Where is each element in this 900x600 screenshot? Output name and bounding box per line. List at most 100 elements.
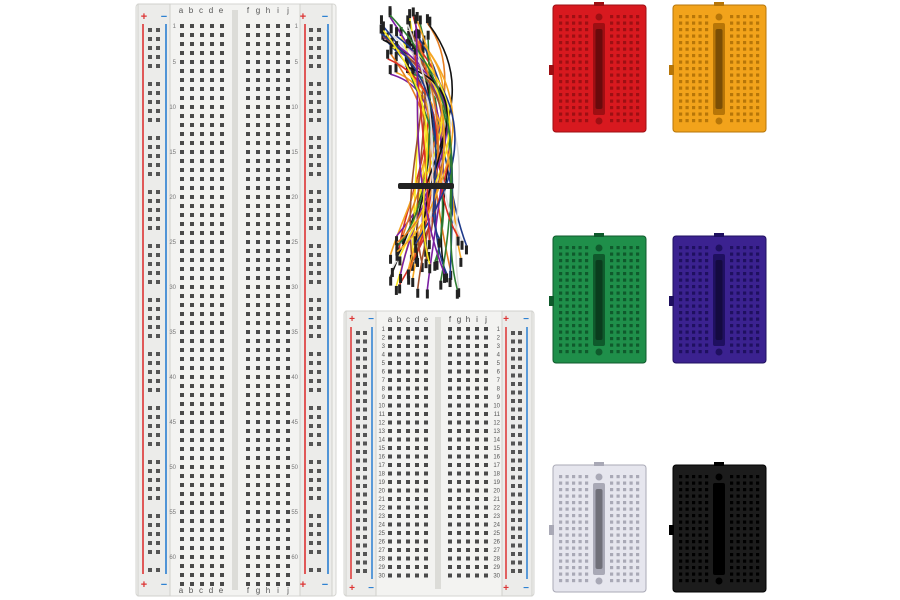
rail-minus-label: −: [368, 583, 374, 594]
wire-pin: [407, 30, 411, 40]
row-number: 13: [493, 429, 500, 435]
row-number: 50: [291, 465, 298, 471]
column-letter-left: b: [397, 315, 402, 324]
wire-pin: [394, 63, 398, 73]
wire-pin: [418, 15, 422, 25]
mini-breadboard-black: [669, 462, 767, 593]
wire-pin: [425, 14, 429, 24]
wire-pin: [407, 275, 411, 285]
row-number: 1: [497, 327, 501, 333]
wire-pin: [394, 51, 398, 61]
column-letter-left: c: [199, 586, 203, 595]
row-number: 20: [493, 489, 500, 495]
wire-pin: [399, 273, 403, 283]
column-letter-right: j: [286, 6, 289, 15]
rail-plus-label: +: [300, 579, 306, 591]
rail-minus-label: −: [322, 579, 328, 591]
row-number: 11: [379, 412, 386, 418]
wire-pin: [413, 45, 417, 55]
row-number: 20: [169, 195, 176, 201]
column-letter-right: f: [247, 586, 250, 595]
row-number: 14: [378, 438, 385, 444]
mini-breadboard-purple: [669, 233, 767, 364]
row-number: 18: [493, 472, 500, 478]
row-number: 40: [291, 375, 298, 381]
column-letter-left: c: [199, 6, 203, 15]
wire-pin: [398, 284, 402, 294]
column-letter-left: e: [219, 586, 224, 595]
row-number: 6: [382, 370, 386, 376]
column-letter-left: e: [424, 315, 429, 324]
wire-pin: [399, 27, 403, 37]
row-number: 22: [378, 506, 385, 512]
mini-breadboard-green: [549, 233, 647, 364]
wire-pin: [421, 44, 425, 54]
row-number: 25: [291, 240, 298, 246]
column-letter-left: e: [219, 6, 224, 15]
row-number: 25: [493, 531, 500, 537]
row-number: 4: [497, 353, 501, 359]
row-number: 5: [173, 60, 177, 66]
wire-pin: [395, 251, 399, 261]
wire-pin: [445, 273, 449, 283]
row-number: 50: [169, 465, 176, 471]
row-number: 10: [493, 404, 500, 410]
row-number: 45: [291, 420, 298, 426]
row-number: 24: [378, 523, 385, 529]
wire-pin: [386, 49, 390, 59]
row-number: 15: [378, 446, 385, 452]
row-number: 55: [169, 510, 176, 516]
wire-pin: [379, 24, 383, 34]
column-letter-left: a: [388, 315, 393, 324]
column-letter-right: j: [286, 586, 289, 595]
row-number: 21: [493, 497, 500, 503]
rail-minus-label: −: [523, 583, 529, 594]
jumper-wire: [407, 24, 434, 253]
row-number: 4: [382, 353, 386, 359]
row-number: 15: [493, 446, 500, 452]
wire-pin: [407, 39, 411, 49]
wire-pin: [414, 254, 418, 264]
row-number: 9: [382, 395, 386, 401]
row-number: 19: [493, 480, 500, 486]
row-number: 10: [291, 105, 298, 111]
wire-pin: [390, 268, 394, 278]
jumper-wire: [380, 32, 440, 239]
wire-pin: [426, 30, 430, 40]
wire-pin: [443, 273, 447, 283]
wire-pin: [389, 276, 393, 286]
row-number: 8: [497, 387, 501, 393]
row-number: 30: [291, 285, 298, 291]
rail-plus-label: +: [349, 314, 355, 325]
row-number: 30: [493, 574, 500, 580]
column-letter-left: d: [415, 315, 419, 324]
row-number: 5: [382, 361, 386, 367]
row-number: 27: [493, 548, 500, 554]
row-number: 29: [493, 565, 500, 571]
row-number: 26: [493, 540, 500, 546]
column-letter-left: b: [189, 586, 194, 595]
row-number: 23: [493, 514, 500, 520]
wire-pin: [420, 263, 424, 273]
wire-pin: [379, 15, 383, 25]
row-number: 5: [295, 60, 299, 66]
row-number: 30: [378, 574, 385, 580]
wire-pin: [414, 14, 418, 24]
wire-pin: [405, 39, 409, 49]
jumper-wire-bundle: [379, 6, 468, 299]
row-number: 25: [169, 240, 176, 246]
column-letter-left: c: [406, 315, 410, 324]
jumper-wire: [414, 23, 446, 275]
jumper-wire: [396, 37, 439, 244]
row-number: 6: [497, 370, 501, 376]
jumper-wire: [402, 22, 446, 236]
wire-pin: [425, 289, 429, 299]
row-number: 9: [497, 395, 501, 401]
row-number: 24: [493, 523, 500, 529]
rail-plus-label: +: [503, 583, 509, 594]
row-number: 30: [169, 285, 176, 291]
wire-pin: [427, 251, 431, 261]
